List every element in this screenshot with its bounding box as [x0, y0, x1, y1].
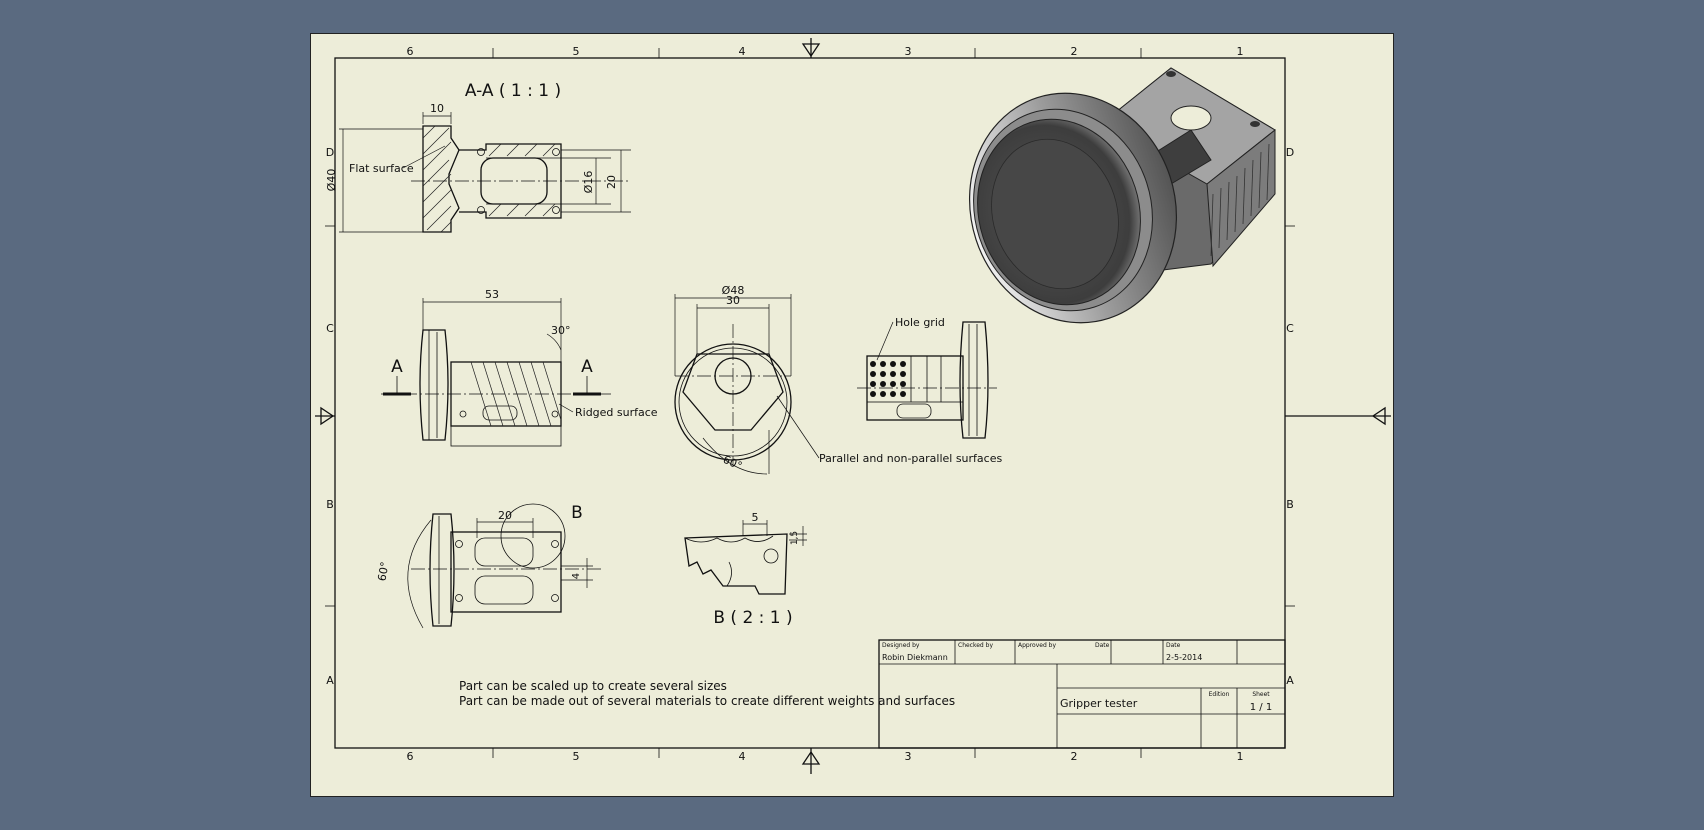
- side-view: A A 53 30° Ridged surface: [381, 288, 658, 447]
- label-approved-by: Approved by: [1018, 642, 1056, 649]
- section-marker-left: A: [391, 357, 403, 377]
- general-note-1: Part can be scaled up to create several …: [459, 679, 727, 693]
- note-flat-surface: Flat surface: [349, 162, 414, 175]
- hole-grid-view: Hole grid: [857, 316, 997, 439]
- zone-row-left-d: D: [326, 146, 334, 159]
- zone-col-top-3: 3: [905, 45, 912, 58]
- title-block: Designed by Robin Diekmann Checked by Ap…: [878, 639, 1286, 749]
- zone-row-left-c: C: [326, 322, 334, 335]
- isometric-render: [968, 67, 1276, 324]
- drawing-sheet: 6 5 4 3 2 1 6 5 4 3 2 1 D C B A D C B A …: [310, 33, 1394, 797]
- zone-col-bottom-4: 4: [739, 750, 746, 763]
- detail-title: B ( 2 : 1 ): [713, 608, 792, 628]
- dim-53: 53: [485, 288, 499, 301]
- zone-row-right-b: B: [1286, 498, 1294, 511]
- zone-col-top-5: 5: [573, 45, 580, 58]
- value-date: 2-5-2014: [1166, 653, 1202, 662]
- dim-20: 20: [605, 175, 618, 189]
- zone-col-top-1: 1: [1237, 45, 1244, 58]
- zone-row-left-b: B: [326, 498, 334, 511]
- dim-angle-60-left: 60°: [375, 561, 391, 582]
- detail-marker: B: [571, 503, 583, 523]
- dim-30: 30: [726, 294, 740, 307]
- dim-dia-16: Ø16: [582, 171, 595, 194]
- general-note-2: Part can be made out of several material…: [459, 694, 955, 708]
- section-view-a-a: A-A ( 1 : 1 ) 10 Ø40 Ø16: [325, 81, 631, 233]
- zone-col-bottom-3: 3: [905, 750, 912, 763]
- label-checked-by: Checked by: [958, 642, 993, 649]
- zone-row-left-a: A: [326, 674, 334, 687]
- drawing-title: Gripper tester: [1060, 697, 1138, 710]
- dim-angle-30: 30°: [551, 324, 571, 337]
- zone-row-right-d: D: [1286, 146, 1294, 159]
- label-sheet: Sheet: [1252, 691, 1270, 698]
- drawing-canvas: 6 5 4 3 2 1 6 5 4 3 2 1 D C B A D C B A …: [315, 38, 1391, 774]
- zone-col-bottom-5: 5: [573, 750, 580, 763]
- zone-col-bottom-1: 1: [1237, 750, 1244, 763]
- dim-20-bottom: 20: [498, 509, 512, 522]
- zone-col-top-6: 6: [407, 45, 414, 58]
- note-hole-grid: Hole grid: [895, 316, 945, 329]
- dim-dia-48: Ø48: [722, 284, 745, 297]
- label-date-approved: Date: [1095, 642, 1110, 649]
- dim-10: 10: [430, 102, 444, 115]
- zone-ticks: [325, 48, 1295, 758]
- zone-col-top-2: 2: [1071, 45, 1078, 58]
- label-edition: Edition: [1209, 691, 1230, 698]
- front-view: Ø48 30 60° Parallel and non-parallel sur…: [674, 284, 1002, 475]
- note-ridged-surface: Ridged surface: [575, 406, 658, 419]
- label-date: Date: [1166, 642, 1181, 649]
- section-marker-right: A: [581, 357, 593, 377]
- centering-marks: [315, 38, 1391, 774]
- hole-grid-dots: [870, 361, 906, 397]
- note-parallel-surfaces: Parallel and non-parallel surfaces: [819, 452, 1002, 465]
- zone-row-right-c: C: [1286, 322, 1294, 335]
- dim-4: 4: [571, 573, 582, 579]
- zone-row-right-a: A: [1286, 674, 1294, 687]
- label-designed-by: Designed by: [882, 642, 920, 649]
- zone-col-bottom-2: 2: [1071, 750, 1078, 763]
- dim-1-5: 1,5: [790, 531, 800, 545]
- top-view: B 20 60° 4: [375, 503, 601, 629]
- section-title: A-A ( 1 : 1 ): [465, 81, 561, 101]
- dim-dia-40: Ø40: [325, 169, 338, 192]
- inner-border: [334, 57, 1286, 749]
- zone-col-top-4: 4: [739, 45, 746, 58]
- value-designed-by: Robin Diekmann: [882, 653, 948, 662]
- dim-5: 5: [752, 511, 759, 524]
- detail-view-b: 5 1,5 B ( 2 : 1 ): [684, 511, 807, 628]
- zone-col-bottom-6: 6: [407, 750, 414, 763]
- value-sheet: 1 / 1: [1250, 702, 1272, 713]
